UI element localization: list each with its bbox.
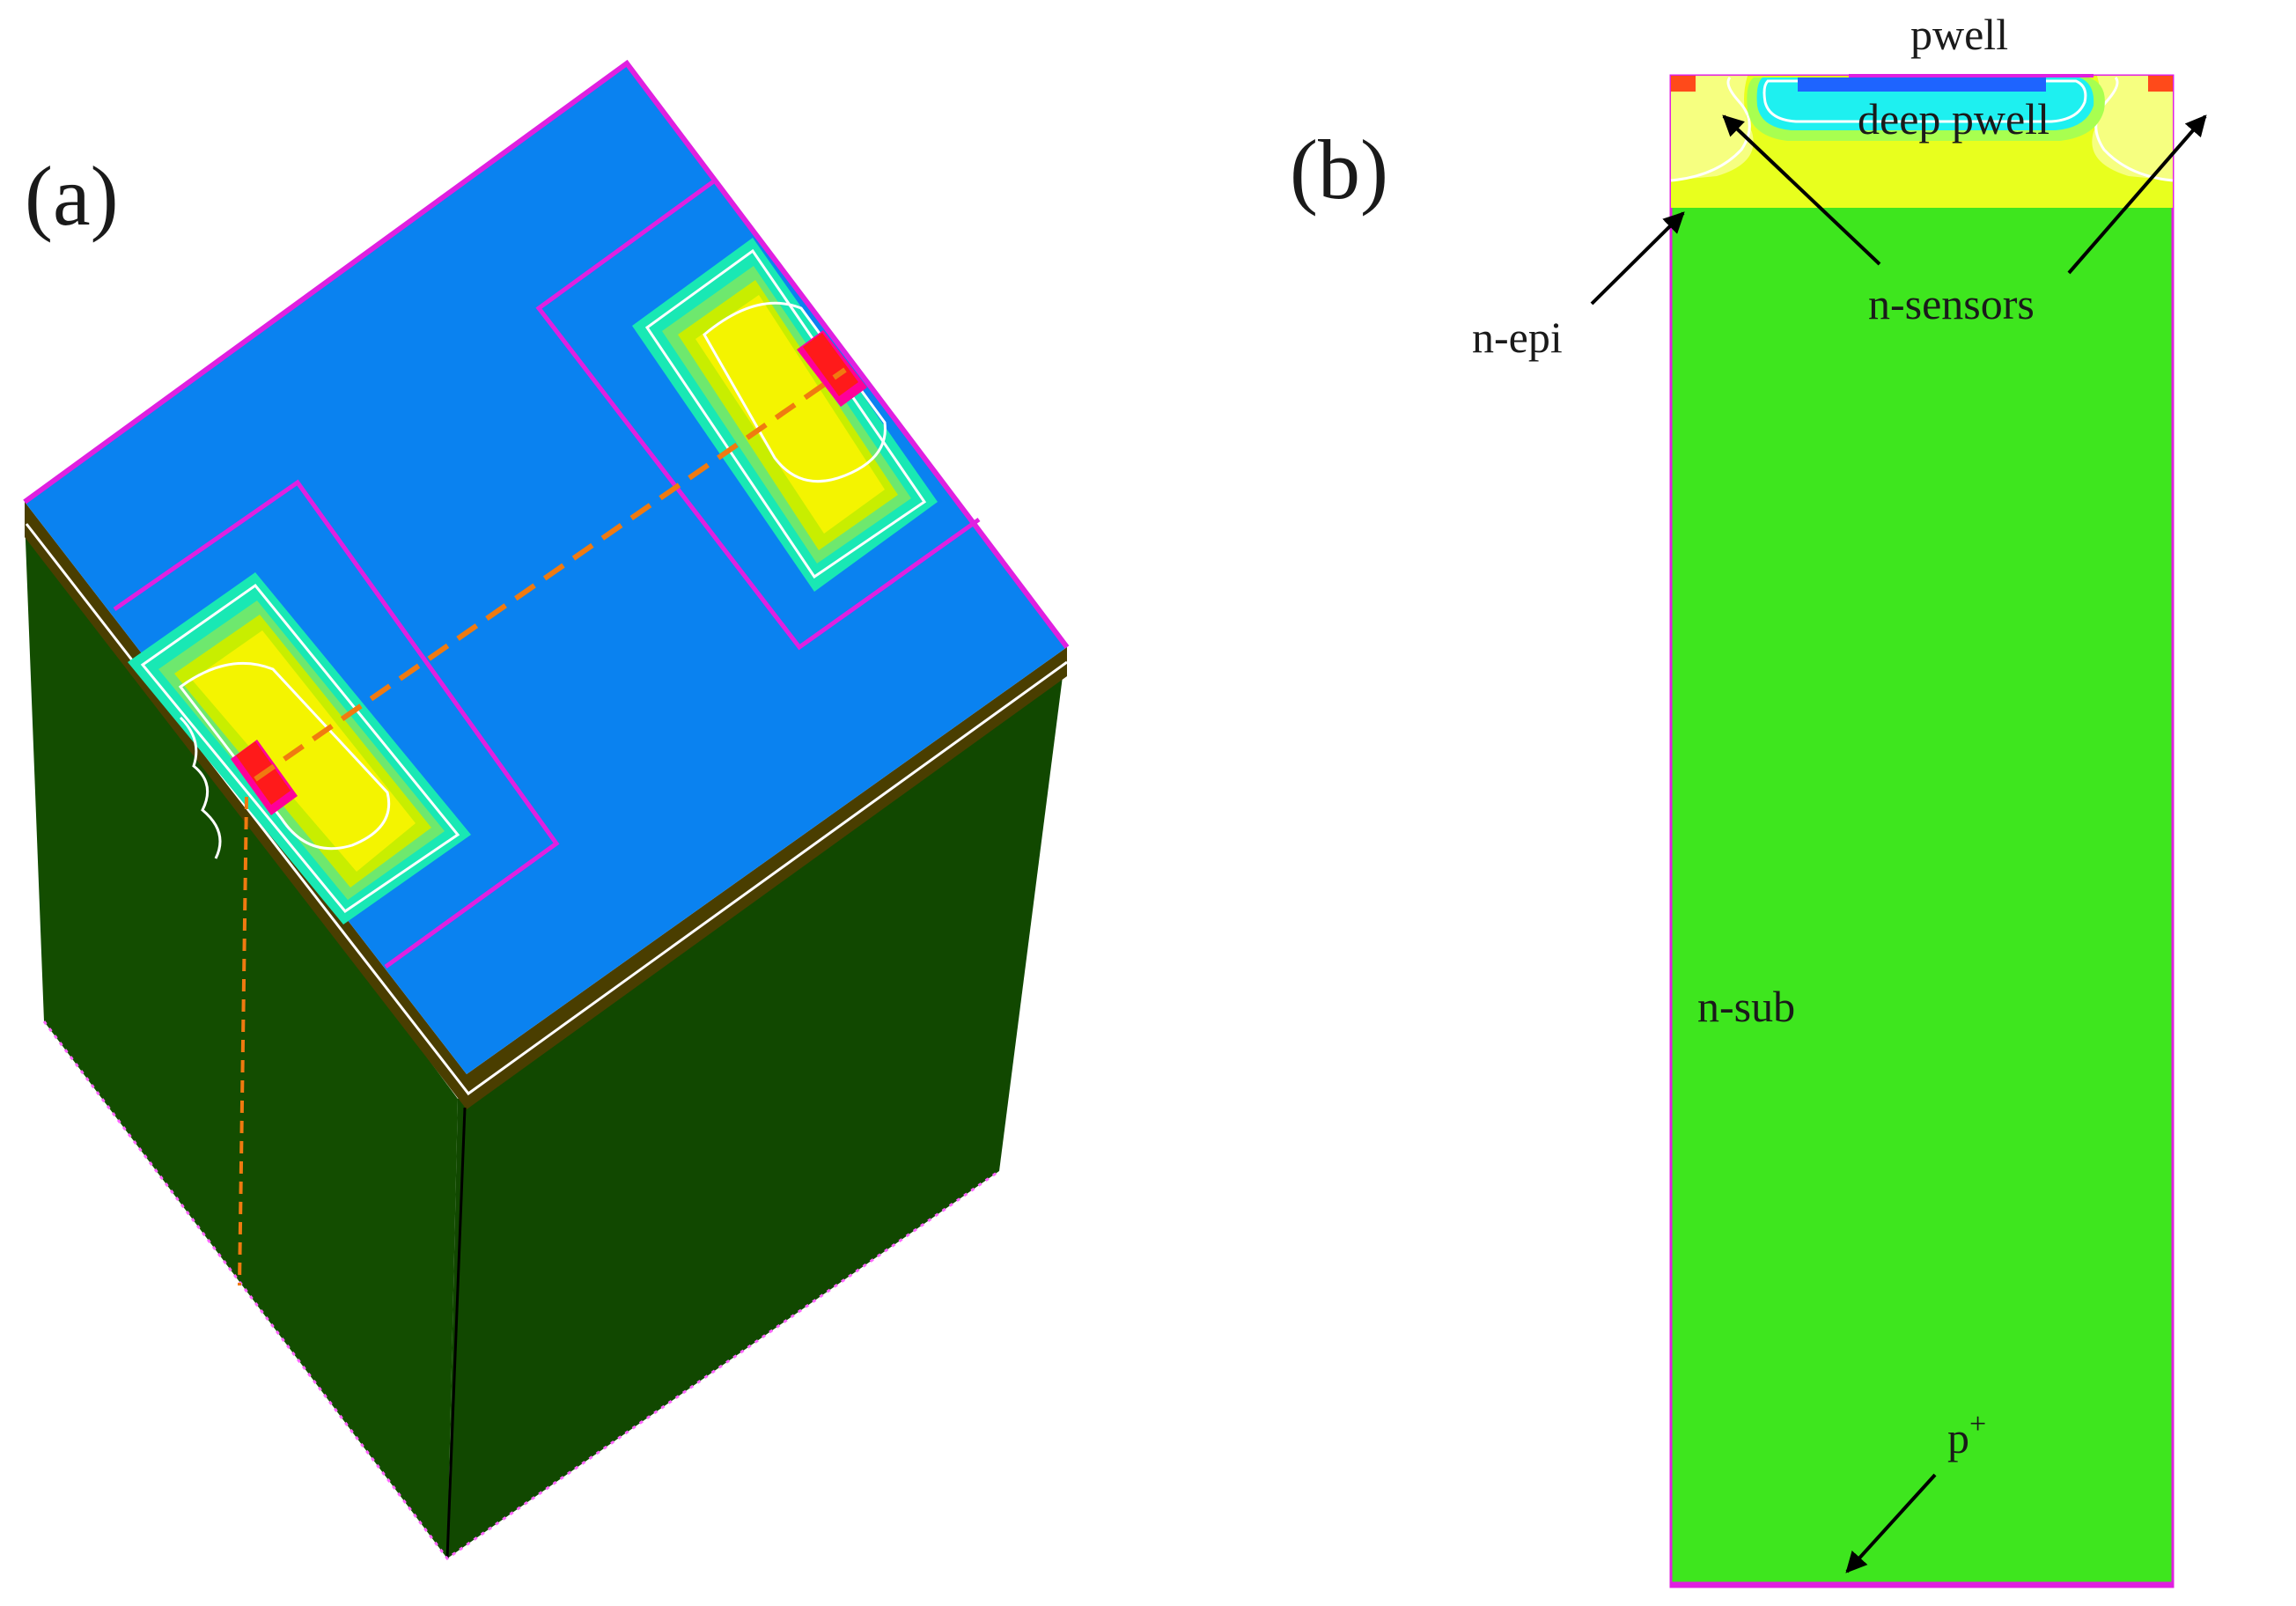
n-sensor-right-contact <box>2148 76 2173 92</box>
arrow-p-plus <box>1845 1473 1937 1573</box>
deep-pwell-label: deep pwell <box>1858 94 2049 144</box>
arrow-n-epi <box>1590 211 1685 306</box>
n-sub-region <box>1669 74 2175 1588</box>
left-side-face <box>25 518 458 1558</box>
cut-line-diagonal <box>254 367 847 782</box>
pwell-region <box>1798 77 2046 92</box>
pwell-outline-upper <box>535 178 981 651</box>
panel-b-cross-section: pwell deep pwell n-sensors n-epi n-sub p… <box>1290 10 2207 1588</box>
top-edge-outline <box>23 59 1070 649</box>
panel-label-a: (a) <box>25 149 119 243</box>
pwell-label: pwell <box>1910 10 2008 59</box>
p-plus-label: p+ <box>1947 1408 1986 1462</box>
arrow-n-sensor-left <box>1722 114 1881 266</box>
n-sensor-left-contour <box>1670 77 1751 182</box>
n-sensors-label: n-sensors <box>1868 279 2035 328</box>
n-sensor-right-contour <box>2094 77 2174 182</box>
n-sensor-left-region <box>1671 76 1754 180</box>
p-plus-base: p <box>1947 1413 1969 1462</box>
cut-line-vertical <box>238 796 248 1286</box>
panel-a-3d-device: (a) <box>23 59 1070 1561</box>
arrow-n-sensor-right <box>2067 114 2207 275</box>
right-side-face <box>447 656 1065 1558</box>
n-sensor-left-contact <box>1671 76 1696 92</box>
p-plus-superscript: + <box>1969 1408 1986 1440</box>
panel-label-b: (b) <box>1290 122 1388 217</box>
n-sub-label: n-sub <box>1697 982 1795 1031</box>
n-sensor-right-region <box>2092 76 2173 180</box>
front-vertical-edge <box>445 1107 467 1559</box>
n-epi-label: n-epi <box>1472 313 1563 362</box>
bottom-edge-dotted <box>42 1020 1000 1561</box>
pwell-outline-lower <box>113 479 560 969</box>
